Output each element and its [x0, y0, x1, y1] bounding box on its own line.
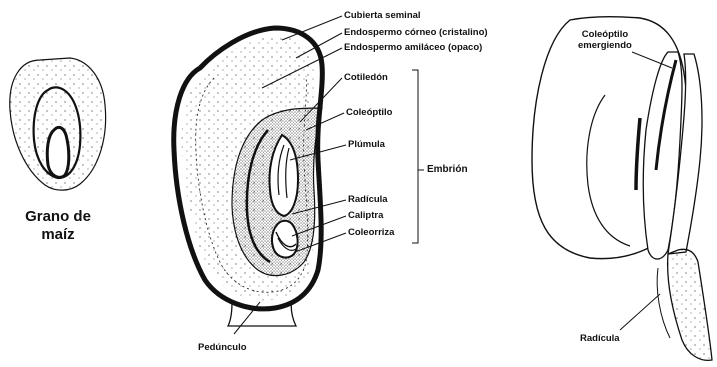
label-horny-endosperm: Endospermo córneo (cristalino): [344, 27, 488, 38]
label-starchy-endosperm: Endospermo amiláceo (opaco): [344, 42, 482, 53]
label-coleoptile-emerging: Coleóptilo emergiendo: [578, 29, 632, 51]
whole-grain-drawing: [10, 58, 106, 190]
label-coleorhiza: Coleorriza: [348, 227, 394, 238]
section-drawing: [174, 16, 424, 334]
label-cotyledon: Cotiledón: [344, 72, 388, 83]
grain-caption-line1: Grano de: [8, 208, 108, 226]
label-embryo: Embrión: [427, 164, 468, 175]
label-coleoptile-emerging-line1: Coleóptilo: [578, 29, 632, 40]
label-root-cap: Caliptra: [348, 210, 383, 221]
label-coleoptile: Coleóptilo: [346, 107, 392, 118]
grain-caption-line2: maíz: [8, 226, 108, 244]
label-seed-coat: Cubierta seminal: [344, 10, 421, 21]
label-coleoptile-emerging-line2: emergiendo: [578, 40, 632, 51]
label-germ-radicle: Radícula: [580, 333, 620, 344]
germination-drawing: [532, 17, 712, 361]
label-radicle: Radícula: [348, 194, 388, 205]
label-peduncle: Pedúnculo: [198, 342, 247, 353]
grain-caption: Grano de maíz: [8, 208, 108, 244]
label-plumule: Plúmula: [348, 139, 385, 150]
